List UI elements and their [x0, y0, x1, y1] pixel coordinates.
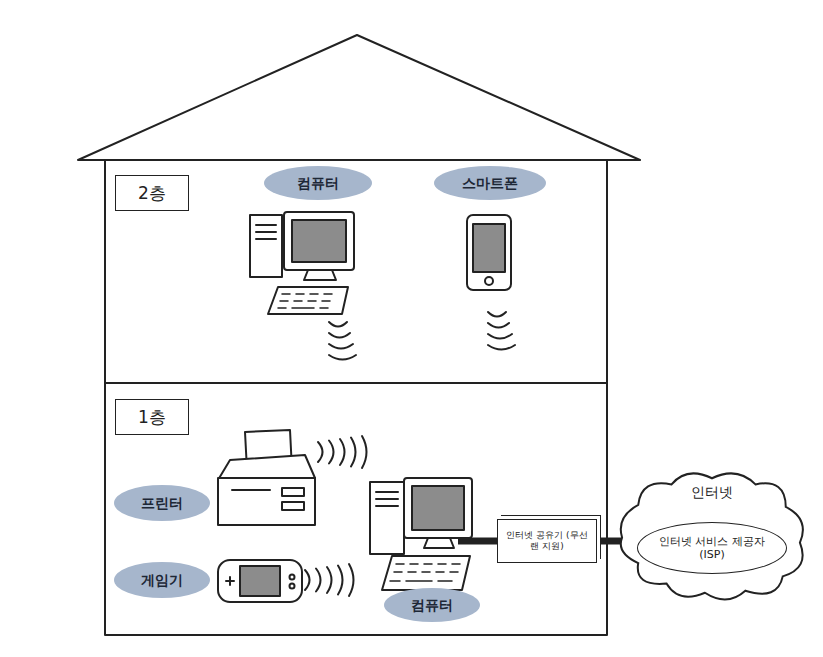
internet-cloud: 인터넷인터넷 서비스 제공자(ISP) — [616, 466, 808, 604]
wave-arc — [338, 566, 343, 595]
game-console-icon — [218, 560, 302, 602]
wave-arc — [351, 438, 356, 467]
node-text: 인터넷 서비스 제공자(ISP) — [654, 535, 770, 561]
wave-arc — [340, 439, 345, 465]
wave-arc — [329, 355, 356, 360]
node-text: 2층 — [138, 183, 166, 203]
wave-arc — [327, 567, 332, 593]
computer-icon — [370, 478, 472, 590]
wave-arc — [488, 334, 512, 339]
wave-arc — [316, 569, 321, 592]
house-wall — [105, 160, 607, 635]
device-label: 게임기 — [114, 562, 210, 598]
smartphone-icon — [467, 215, 511, 290]
wave-arc — [349, 564, 354, 596]
node-text: 인터넷 — [691, 484, 733, 501]
floor-label: 2층 — [115, 175, 189, 211]
wave-arc — [305, 570, 310, 590]
device-label: 컴퓨터 — [384, 588, 480, 622]
wave-arc — [488, 323, 509, 328]
node-text: 컴퓨터 — [297, 175, 339, 192]
node-text: 게임기 — [141, 572, 183, 589]
wave-arc — [329, 344, 353, 349]
printer-icon — [218, 430, 315, 525]
wave-arc — [488, 345, 515, 350]
computer-icon — [250, 212, 354, 314]
router-box: 인터넷 공유기 (무선 랜 지원) — [497, 519, 597, 563]
wireless-waves — [305, 312, 515, 596]
roof — [78, 35, 640, 160]
wave-arc — [318, 442, 323, 462]
node-text: 1층 — [138, 407, 166, 427]
floor-label: 1층 — [115, 399, 189, 435]
node-text: 프린터 — [141, 495, 183, 512]
node-text: 인터넷 공유기 (무선 랜 지원) — [504, 530, 590, 552]
device-label: 스마트폰 — [434, 166, 546, 200]
wave-arc — [362, 436, 367, 468]
wave-arc — [329, 322, 347, 327]
node-text: 컴퓨터 — [411, 597, 453, 614]
isp-ellipse: 인터넷 서비스 제공자(ISP) — [637, 522, 787, 574]
wave-arc — [329, 333, 350, 338]
floor-divider — [105, 382, 607, 384]
node-text: 스마트폰 — [462, 175, 518, 192]
network-cable — [597, 538, 622, 545]
network-cable — [458, 538, 499, 545]
wave-arc — [329, 441, 334, 464]
device-label: 프린터 — [114, 485, 210, 521]
device-label: 컴퓨터 — [264, 166, 372, 200]
wave-arc — [488, 312, 506, 317]
